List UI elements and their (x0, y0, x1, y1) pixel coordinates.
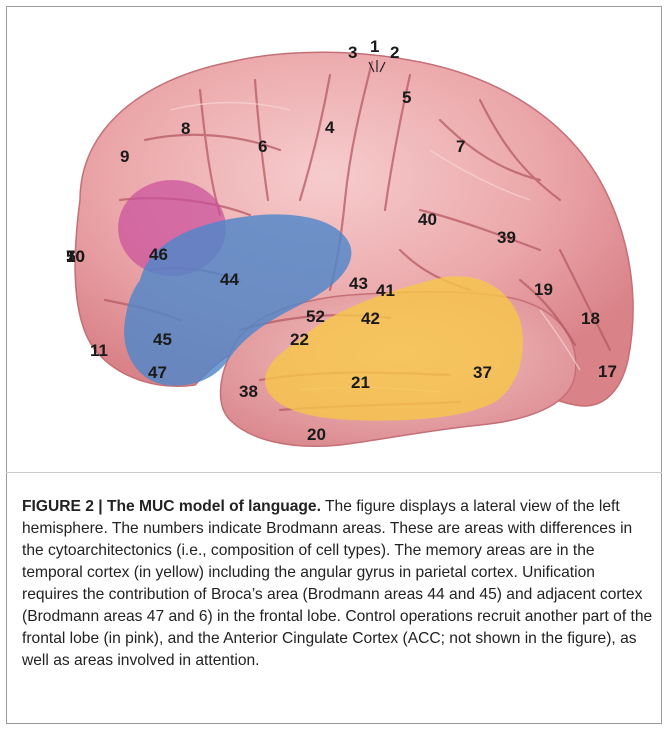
area-label-11: 11 (90, 341, 108, 360)
area-label-52: 52 (306, 307, 325, 326)
area-label-19: 19 (534, 280, 553, 299)
area-label-43: 43 (349, 274, 368, 293)
area-label-22: 22 (290, 330, 309, 349)
area-label-2: 2 (390, 43, 399, 62)
figure-label: FIGURE 2 | (22, 498, 107, 515)
area-label-5: 5 (402, 88, 411, 107)
brain-illustration: 3 1 2 5 8 4 9 6 7 40 39 5 7 10 46 44 43 … (0, 0, 671, 470)
area-label-46: 46 (149, 245, 168, 264)
area-label-38: 38 (239, 382, 258, 401)
area-label-44: 44 (220, 270, 239, 289)
area-label-37: 37 (473, 363, 492, 382)
area-label-39: 39 (497, 228, 516, 247)
figure-caption-text: The figure displays a lateral view of th… (22, 498, 652, 669)
area-label-42: 42 (361, 309, 380, 328)
area-label-3: 3 (348, 43, 357, 62)
area-label-47: 47 (148, 363, 167, 382)
area-label-8: 8 (181, 119, 190, 138)
area-label-18: 18 (581, 309, 600, 328)
area-label-9: 9 (120, 147, 129, 166)
area-label-21: 21 (351, 373, 370, 392)
area-label-17: 17 (598, 362, 617, 381)
figure-title: The MUC model of language. (107, 498, 321, 515)
area-label-6: 6 (258, 137, 267, 156)
brain-figure: 3 1 2 5 8 4 9 6 7 40 39 5 7 10 46 44 43 … (0, 0, 671, 470)
caption-divider (6, 472, 662, 473)
area-label-41: 41 (376, 281, 395, 300)
area-label-7: 7 (456, 137, 465, 156)
area-label-45: 45 (153, 330, 172, 349)
area-label-4: 4 (325, 118, 335, 137)
area-label-10: 10 (66, 247, 85, 266)
figure-caption: FIGURE 2 | The MUC model of language. Th… (22, 496, 654, 672)
area-label-20: 20 (307, 425, 326, 444)
area-label-40: 40 (418, 210, 437, 229)
area-label-1: 1 (370, 37, 379, 56)
